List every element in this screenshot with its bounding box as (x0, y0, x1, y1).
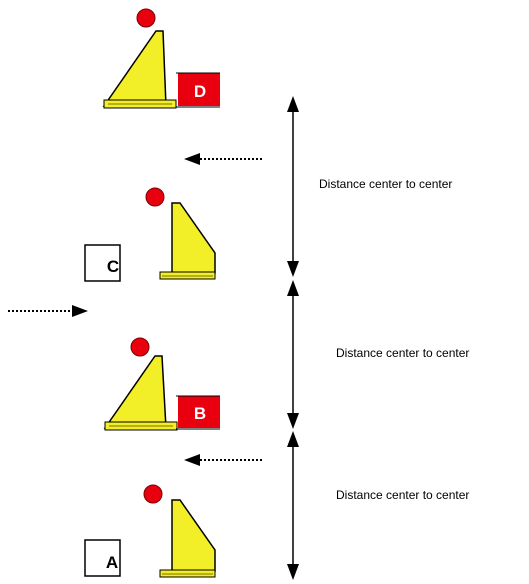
distance-arrow-bottom (287, 431, 299, 580)
cone-body (103, 355, 167, 429)
red-ball-icon (143, 484, 163, 504)
cone-body (171, 499, 216, 572)
tag-c-label: C (107, 257, 119, 276)
cone-c: C (84, 187, 216, 282)
dotted-arrow-left-lower (184, 454, 262, 466)
red-ball-icon (130, 337, 150, 357)
dotted-arrow-left-upper (184, 153, 262, 165)
cone-d: D (102, 8, 220, 109)
tag-d-label: D (194, 82, 206, 101)
distance-arrow-middle (287, 280, 299, 429)
red-ball-icon (136, 8, 156, 28)
tag-b-label: B (194, 404, 206, 423)
distance-arrows (287, 96, 299, 580)
dotted-arrows (8, 153, 262, 466)
cone-body (171, 202, 216, 274)
distance-label-middle: Distance center to center (336, 346, 469, 360)
distance-label-bottom: Distance center to center (336, 488, 469, 502)
cone-body (102, 30, 167, 107)
red-ball-icon (145, 187, 165, 207)
dotted-arrow-right (8, 305, 88, 317)
cone-b: B (103, 337, 220, 431)
distance-labels: Distance center to center Distance cente… (319, 177, 469, 502)
distance-label-top: Distance center to center (319, 177, 452, 191)
tag-c: C (84, 244, 121, 282)
cone-a: A (84, 484, 216, 578)
distance-arrow-top (287, 96, 299, 277)
tag-a: A (84, 539, 121, 577)
tag-a-label: A (106, 553, 118, 572)
tag-d: D (176, 72, 220, 108)
tag-b: B (176, 395, 220, 430)
